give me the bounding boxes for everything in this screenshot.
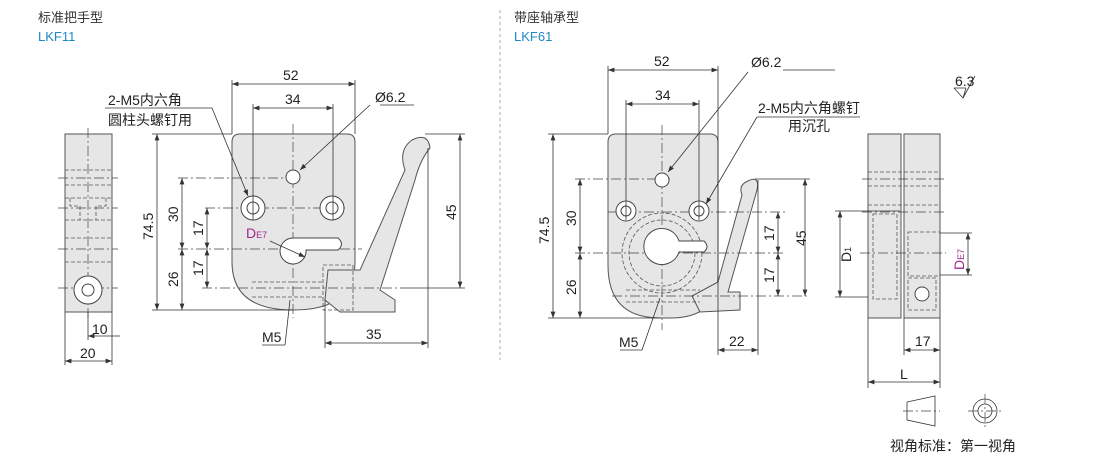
right-dim-m5: M5 xyxy=(619,334,639,350)
right-dim-34: 34 xyxy=(655,87,671,103)
right-title: 带座轴承型 xyxy=(514,10,579,25)
left-dim-35: 35 xyxy=(366,326,382,342)
right-dim-17b: 17 xyxy=(761,267,777,283)
left-dim-45: 45 xyxy=(443,204,459,220)
right-dim-45: 45 xyxy=(793,230,809,246)
left-dim-dia: Ø6.2 xyxy=(375,89,406,105)
right-dim-dia: Ø6.2 xyxy=(751,54,782,70)
projection-label: 视角标准：第一视角 xyxy=(890,438,1016,454)
left-dim-26: 26 xyxy=(165,271,181,287)
right-d1-label: D1 xyxy=(838,247,854,262)
left-bore-label: DE7 xyxy=(246,225,267,241)
right-dim-22: 22 xyxy=(729,333,745,349)
right-dim-17a: 17 xyxy=(761,225,777,241)
right-code: LKF61 xyxy=(514,29,552,44)
svg-text:6.3: 6.3 xyxy=(955,73,975,89)
right-dim-17: 17 xyxy=(915,333,931,349)
right-dim-52: 52 xyxy=(654,53,670,69)
surface-roughness-symbol: 6.3 xyxy=(953,73,976,99)
left-dim-20: 20 xyxy=(80,345,96,361)
left-dim-17a: 17 xyxy=(190,220,206,236)
right-note-line1: 2-M5内六角螺钉 xyxy=(758,100,860,116)
left-side-view xyxy=(58,128,120,365)
left-title: 标准把手型 xyxy=(38,10,103,25)
left-dim-30: 30 xyxy=(165,206,181,222)
left-dim-52: 52 xyxy=(283,67,299,83)
right-front-view xyxy=(548,66,860,355)
right-note-line2: 用沉孔 xyxy=(788,118,830,134)
left-dim-10: 10 xyxy=(92,321,108,337)
right-bore-label: DE7 xyxy=(951,249,967,270)
left-dim-17b: 17 xyxy=(190,260,206,276)
first-angle-projection-icon xyxy=(903,394,1002,428)
left-note-line1: 2-M5内六角 xyxy=(108,92,182,108)
right-side-view xyxy=(835,133,972,388)
right-dim-74-5: 74.5 xyxy=(536,217,552,244)
left-dim-74-5: 74.5 xyxy=(140,213,156,240)
left-note-line2: 圆柱头螺钉用 xyxy=(108,112,192,128)
left-dim-m5: M5 xyxy=(262,329,282,345)
left-dim-34: 34 xyxy=(285,91,301,107)
left-code: LKF11 xyxy=(38,29,75,44)
right-dim-L: L xyxy=(900,366,908,382)
left-front-view xyxy=(105,80,465,348)
right-dim-26: 26 xyxy=(563,279,579,295)
right-dim-30: 30 xyxy=(563,210,579,226)
